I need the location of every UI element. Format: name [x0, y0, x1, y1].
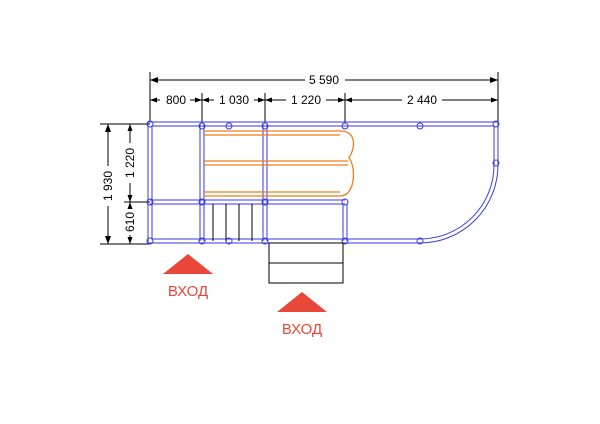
entrance-1-arrow [163, 254, 213, 274]
slide [204, 130, 355, 197]
entrance-2-label: ВХОД [282, 321, 322, 338]
entrance-1-label: ВХОД [168, 283, 208, 300]
segment-2-label: 1 030 [219, 93, 249, 107]
total-width-label: 5 590 [309, 73, 339, 87]
ladder [212, 204, 253, 241]
entry-stairs [268, 242, 344, 284]
entrance-2-arrow [277, 292, 327, 312]
segment-4-label: 2 440 [407, 93, 437, 107]
segment-3-label: 1 220 [291, 93, 321, 107]
lower-depth-label: 610 [123, 212, 137, 232]
upper-depth-label: 1 220 [123, 148, 137, 178]
structure-frame [146, 120, 500, 245]
total-depth-label: 1 930 [101, 171, 115, 201]
segment-1-label: 800 [166, 93, 186, 107]
